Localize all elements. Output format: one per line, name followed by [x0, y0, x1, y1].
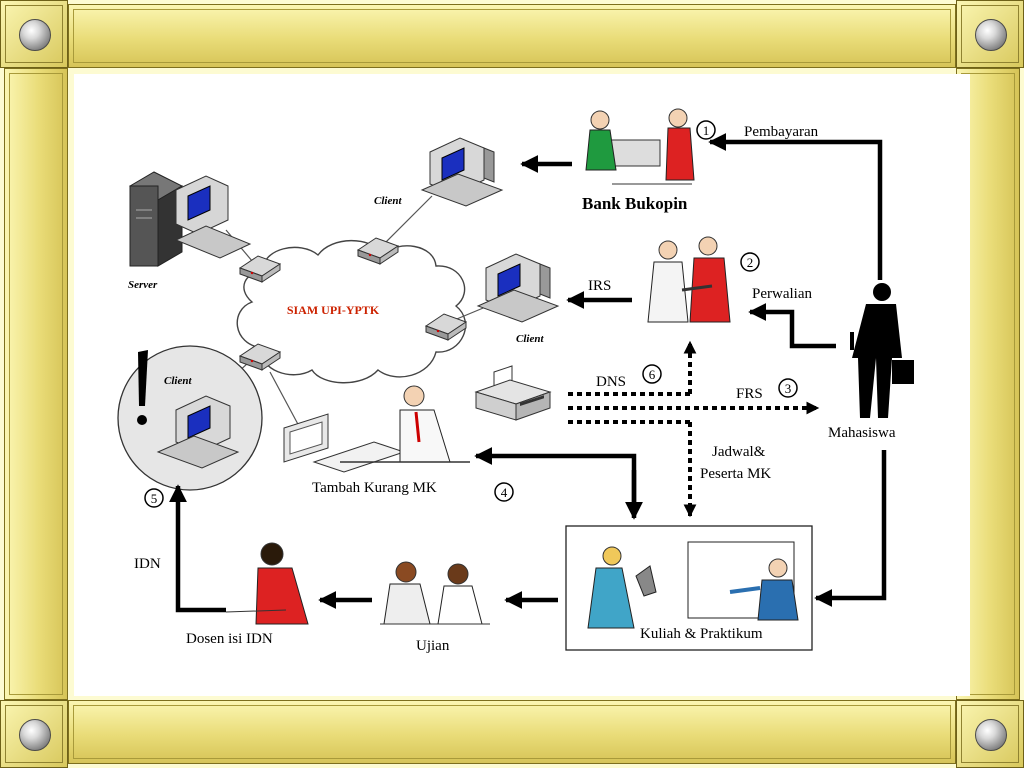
mahasiswa-label: Mahasiswa — [828, 425, 896, 441]
svg-text:3: 3 — [785, 381, 792, 396]
svg-text:2: 2 — [747, 255, 754, 270]
corner-top-left — [0, 0, 68, 68]
bank-label: Bank Bukopin — [582, 194, 688, 213]
frs-label: FRS — [736, 386, 763, 402]
idn-label: IDN — [134, 556, 161, 572]
kuliah-label: Kuliah & Praktikum — [640, 626, 763, 642]
step-badge: 6 — [642, 364, 662, 384]
person-icon — [565, 525, 813, 651]
frame-bottom — [68, 700, 956, 764]
step-badge: 3 — [778, 378, 798, 398]
client-label-top: Client — [374, 195, 402, 207]
computer-icon — [283, 413, 406, 473]
knob-icon — [19, 719, 51, 751]
person-icon — [225, 542, 309, 625]
perwalian-label: Perwalian — [752, 286, 812, 302]
client-label-right: Client — [516, 333, 544, 345]
svg-text:5: 5 — [151, 491, 158, 506]
person-icon — [850, 283, 914, 418]
server-icon — [128, 171, 184, 267]
corner-bottom-left — [0, 700, 68, 768]
person-icon — [647, 236, 731, 323]
client-label-left: Client — [164, 375, 192, 387]
network-label: SIAM UPI-YPTK — [287, 303, 380, 317]
dosen-label: Dosen isi IDN — [186, 631, 273, 647]
step-badge: 1 — [696, 120, 716, 140]
corner-bottom-right — [956, 700, 1024, 768]
svg-text:4: 4 — [501, 485, 508, 500]
step-badge: 2 — [740, 252, 760, 272]
frame-left — [4, 68, 68, 700]
step-badge: 5 — [144, 488, 164, 508]
ujian-label: Ujian — [416, 638, 450, 654]
router-icon — [424, 313, 468, 341]
jadwal-label-line2: Peserta MK — [700, 466, 771, 482]
jadwal-label-line1: Jadwal& — [712, 444, 766, 460]
computer-icon — [476, 253, 560, 323]
router-icon — [238, 343, 282, 371]
router-icon — [356, 237, 400, 265]
pembayaran-label: Pembayaran — [744, 124, 819, 140]
person-icon — [585, 108, 695, 185]
step-badge: 4 — [494, 482, 514, 502]
person-icon — [340, 385, 470, 463]
frame-top — [68, 4, 956, 68]
computer-icon — [156, 395, 240, 469]
corner-top-right — [956, 0, 1024, 68]
irs-label: IRS — [588, 278, 611, 294]
svg-text:6: 6 — [649, 367, 656, 382]
printer-icon — [474, 365, 552, 421]
computer-icon — [420, 137, 504, 207]
server-label: Server — [128, 279, 158, 291]
flow-arrows — [169, 133, 887, 613]
network-cloud: SIAM UPI-YPTK — [236, 239, 467, 384]
person-icon — [380, 561, 490, 625]
svg-text:1: 1 — [703, 123, 710, 138]
computer-icon — [174, 175, 252, 259]
knob-icon — [975, 719, 1007, 751]
knob-icon — [975, 19, 1007, 51]
knob-icon — [19, 19, 51, 51]
dns-label: DNS — [596, 374, 626, 390]
router-icon — [238, 255, 282, 283]
tambah-label: Tambah Kurang MK — [312, 480, 437, 496]
